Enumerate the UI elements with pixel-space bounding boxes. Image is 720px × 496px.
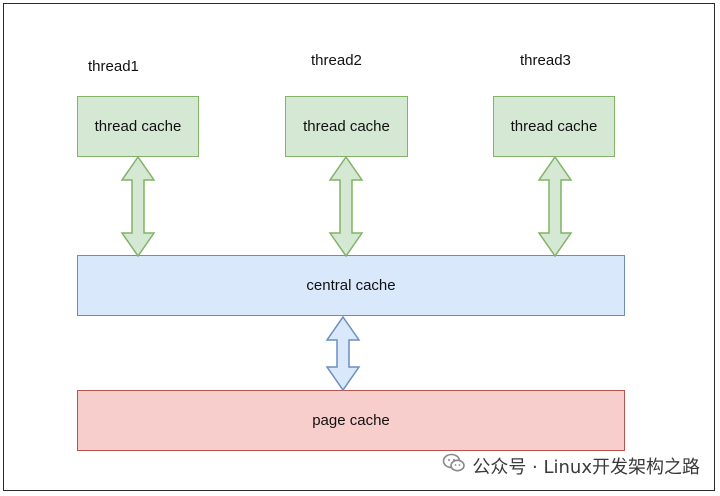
thread-cache-label-3: thread cache	[510, 118, 598, 135]
central-cache-box: central cache	[77, 255, 625, 316]
double-arrow-thread3-central	[537, 155, 573, 258]
thread-cache-label-2: thread cache	[303, 118, 390, 135]
thread-cache-box-2: thread cache	[285, 96, 408, 157]
thread-cache-box-1: thread cache	[77, 96, 199, 157]
double-arrow-central-page	[325, 315, 361, 392]
watermark-text: 公众号 · Linux开发架构之路	[472, 456, 700, 478]
page-cache-label: page cache	[312, 412, 390, 429]
thread1-label: thread1	[88, 58, 139, 75]
thread3-label: thread3	[520, 52, 571, 69]
double-arrow-thread2-central	[328, 155, 364, 258]
central-cache-label: central cache	[306, 277, 396, 294]
watermark: 公众号 · Linux开发架构之路	[442, 452, 700, 479]
thread-cache-label-1: thread cache	[94, 118, 182, 135]
page-cache-box: page cache	[77, 390, 625, 451]
thread2-label: thread2	[311, 52, 362, 69]
double-arrow-thread1-central	[120, 155, 156, 258]
thread-cache-box-3: thread cache	[493, 96, 615, 157]
wechat-icon	[442, 452, 466, 479]
